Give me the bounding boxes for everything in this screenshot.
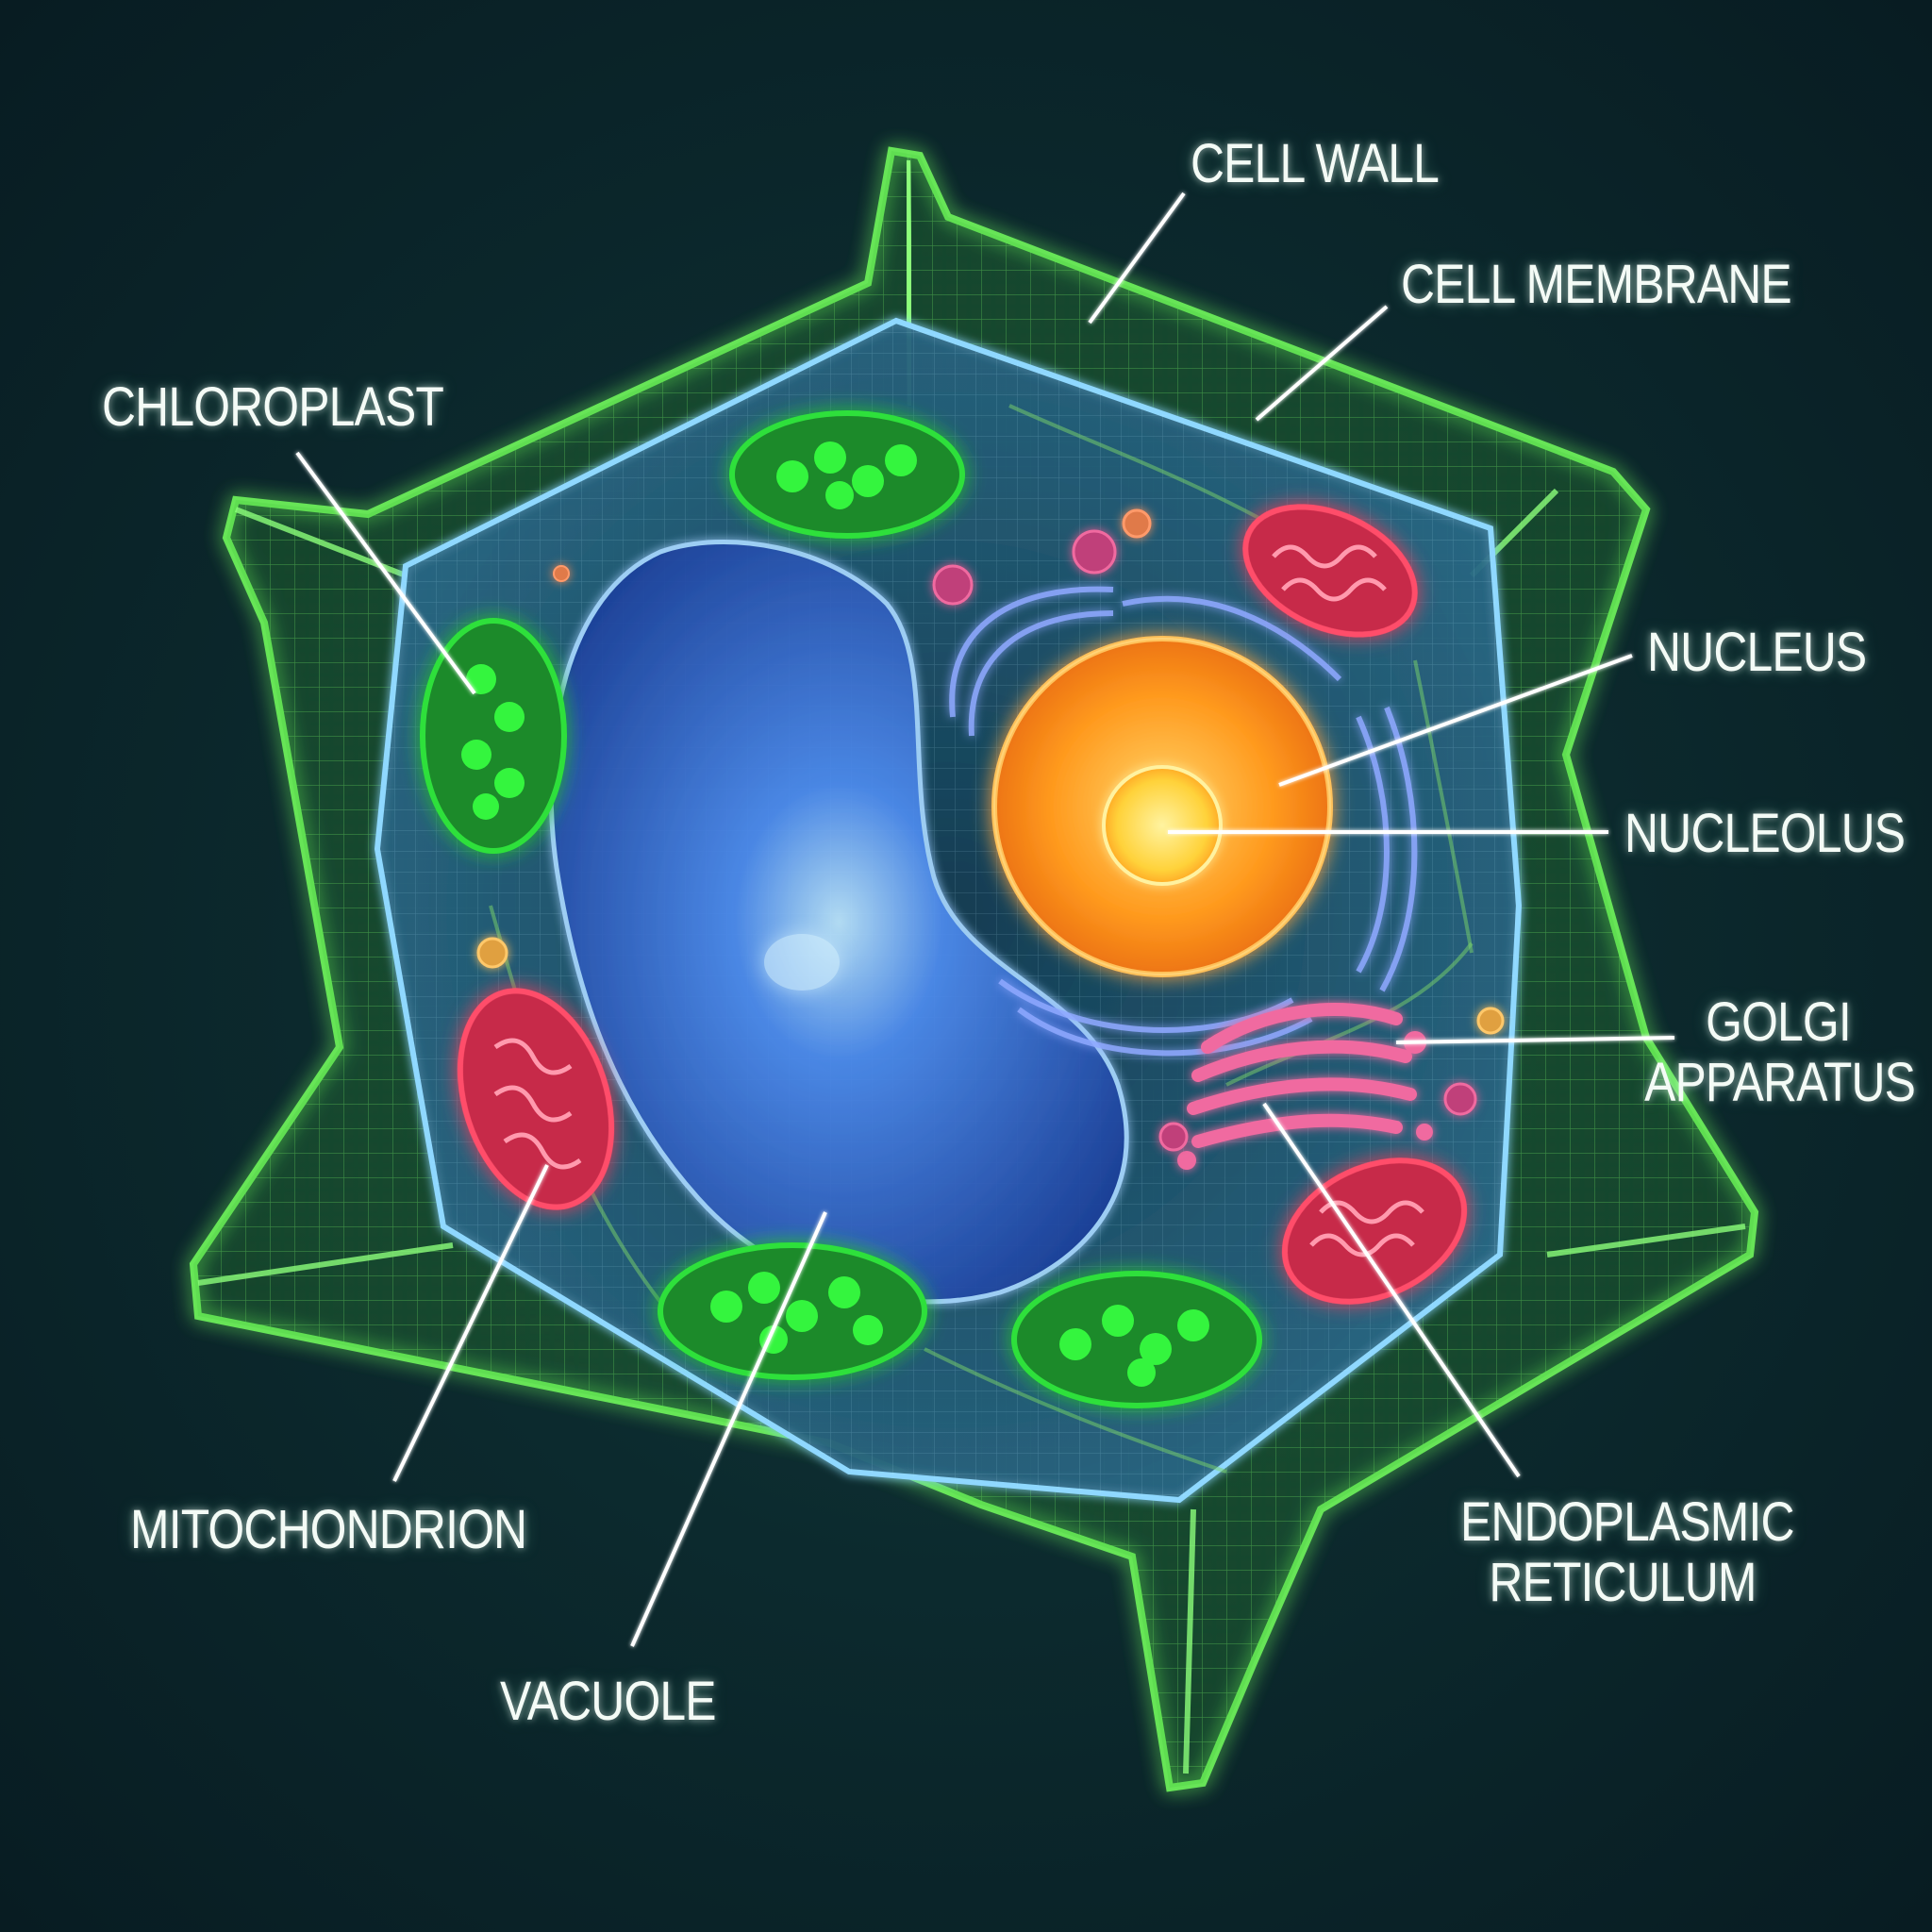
leader-line-vacuole	[630, 1211, 827, 1647]
label-endoplasmic-reticulum: ENDOPLASMIC RETICULUM	[1460, 1491, 1794, 1613]
label-vacuole: VACUOLE	[500, 1671, 717, 1732]
label-nucleus: NUCLEUS	[1647, 622, 1867, 683]
vacuole	[548, 539, 1129, 1305]
nucleolus	[1102, 765, 1223, 886]
label-nucleolus: NUCLEOLUS	[1624, 803, 1906, 864]
leader-line-chloroplast	[295, 451, 476, 695]
leader-line-golgi-apparatus	[1395, 1036, 1675, 1044]
golgi-apparatus	[1177, 1003, 1433, 1170]
leader-lines	[295, 192, 1675, 1647]
mitochondrion	[1242, 504, 1418, 638]
endoplasmic-reticulum	[949, 586, 1418, 1057]
leader-line-nucleus	[1278, 654, 1633, 787]
nucleus	[991, 636, 1333, 977]
leader-line-cell-membrane	[1255, 305, 1389, 422]
chloroplast	[658, 1242, 927, 1380]
mitochondrion	[1281, 1158, 1468, 1305]
leader-line-cell-wall	[1088, 192, 1186, 325]
chloroplast	[1011, 1271, 1262, 1408]
chloroplasts	[420, 410, 1262, 1408]
chloroplast	[420, 618, 567, 854]
label-cell-membrane: CELL MEMBRANE	[1401, 254, 1792, 315]
leader-line-mitochondrion	[392, 1164, 549, 1482]
mitochondria	[457, 504, 1468, 1305]
mitochondrion	[457, 988, 615, 1210]
leader-line-endoplasmic-reticulum	[1262, 1102, 1521, 1478]
label-chloroplast: CHLOROPLAST	[102, 376, 444, 438]
label-cell-wall: CELL WALL	[1191, 133, 1440, 194]
vesicles	[476, 508, 1505, 1152]
chloroplast	[729, 410, 965, 539]
label-mitochondrion: MITOCHONDRION	[130, 1499, 527, 1560]
label-golgi-apparatus: GOLGI APPARATUS	[1644, 991, 1916, 1113]
